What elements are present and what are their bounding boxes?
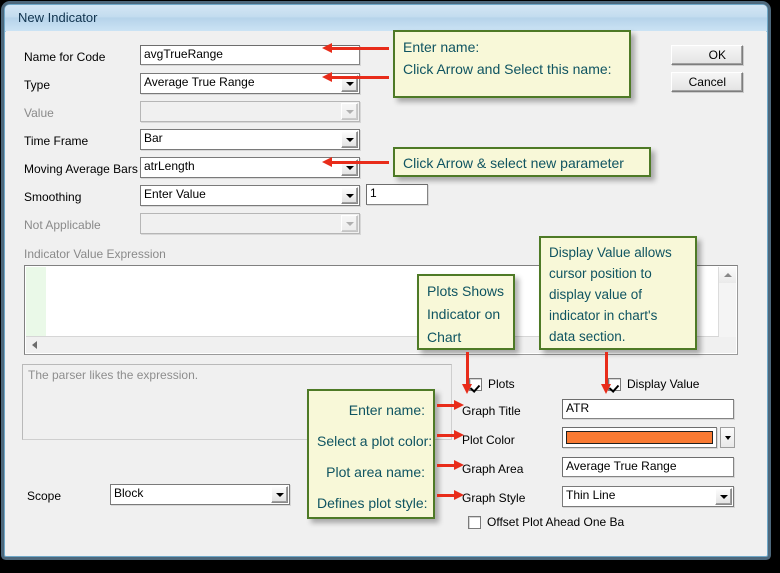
arrow-to-graph-style	[437, 490, 464, 500]
callout-name-type-line2: Click Arrow and Select this name:	[403, 61, 612, 77]
arrow-to-plots-checkbox	[461, 352, 472, 394]
label-time-frame: Time Frame	[24, 134, 89, 148]
callout-plot-fields-line4: Defines plot style:	[317, 495, 428, 511]
chevron-down-icon[interactable]	[341, 131, 358, 148]
label-name-for-code: Name for Code	[24, 50, 106, 64]
time-frame-combobox-value: Bar	[144, 131, 163, 145]
callout-plot-fields-line3: Plot area name:	[326, 464, 425, 480]
offset-plot-checkbox-label: Offset Plot Ahead One Ba	[487, 515, 625, 529]
time-frame-combobox[interactable]: Bar	[140, 129, 360, 150]
plot-color-swatch-box[interactable]	[562, 427, 717, 448]
smoothing-amount-input[interactable]: 1	[366, 184, 428, 205]
callout-display-value-line2: cursor position to	[549, 266, 652, 281]
plot-color-dropdown-button[interactable]	[720, 427, 735, 448]
moving-average-bars-combobox[interactable]: atrLength	[140, 157, 360, 178]
callout-plots-line2: Indicator on	[427, 306, 501, 322]
plot-color-swatch[interactable]	[566, 431, 713, 444]
arrow-to-plot-color	[437, 430, 464, 440]
type-combobox-value: Average True Range	[144, 75, 255, 89]
label-not-applicable: Not Applicable	[24, 218, 101, 232]
name-for-code-input[interactable]: avgTrueRange	[140, 45, 360, 65]
ok-button[interactable]: OK	[671, 45, 743, 65]
expression-gutter	[26, 267, 46, 336]
callout-parameter-line1: Click Arrow & select new parameter	[403, 155, 624, 171]
label-type: Type	[24, 78, 51, 92]
label-graph-style: Graph Style	[462, 491, 526, 505]
type-combobox[interactable]: Average True Range	[140, 73, 360, 94]
callout-display-value-line5: data section.	[549, 329, 626, 344]
window-title: New Indicator	[18, 10, 98, 25]
arrow-to-display-value-checkbox	[600, 352, 611, 394]
offset-plot-checkbox[interactable]	[468, 516, 481, 529]
scope-combobox-value: Block	[114, 486, 144, 500]
callout-name-type-line1: Enter name:	[403, 39, 480, 55]
chevron-down-icon[interactable]	[341, 187, 358, 204]
callout-display-value-line3: display value of	[549, 287, 643, 302]
arrow-to-graph-title	[437, 400, 464, 410]
parser-status-text: The parser likes the expression.	[28, 368, 199, 382]
scope-combobox[interactable]: Block	[110, 484, 290, 505]
chevron-down-icon[interactable]	[715, 488, 732, 505]
label-graph-title: Graph Title	[462, 404, 521, 418]
smoothing-combobox-value: Enter Value	[144, 187, 206, 201]
label-smoothing: Smoothing	[24, 190, 82, 204]
arrow-to-name-input	[322, 43, 389, 53]
display-value-checkbox-label: Display Value	[627, 377, 700, 391]
callout-display-value: Display Value allows cursor position to …	[539, 236, 697, 350]
scroll-up-icon[interactable]	[719, 267, 736, 283]
label-graph-area: Graph Area	[462, 462, 524, 476]
scrollbar-corner	[719, 337, 736, 353]
callout-name-type: Enter name: Click Arrow and Select this …	[393, 30, 631, 98]
arrow-to-graph-area	[437, 460, 464, 470]
chevron-down-icon	[341, 103, 358, 120]
chevron-down-icon[interactable]	[341, 75, 358, 92]
smoothing-combobox[interactable]: Enter Value	[140, 185, 360, 206]
plots-checkbox-label: Plots	[488, 377, 515, 391]
label-moving-average-bars: Moving Average Bars	[24, 162, 138, 176]
label-plot-color: Plot Color	[462, 433, 515, 447]
value-combobox	[140, 101, 360, 122]
chevron-down-icon[interactable]	[271, 486, 288, 503]
chevron-down-icon	[341, 215, 358, 232]
label-indicator-value-expression: Indicator Value Expression	[24, 247, 166, 261]
graph-style-combobox[interactable]: Thin Line	[562, 486, 734, 507]
callout-plots: Plots Shows Indicator on Chart	[417, 274, 515, 350]
graph-style-combobox-value: Thin Line	[566, 488, 616, 502]
callout-plot-fields: Enter name: Select a plot color: Plot ar…	[307, 389, 435, 519]
callout-plot-fields-line2: Select a plot color:	[317, 433, 433, 449]
label-value: Value	[24, 106, 54, 120]
not-applicable-combobox	[140, 213, 360, 234]
callout-plots-line3: Chart	[427, 329, 462, 345]
graph-area-input[interactable]: Average True Range	[562, 457, 734, 477]
arrow-to-moving-average-bars	[322, 157, 389, 167]
arrow-to-type-combobox	[322, 72, 389, 82]
callout-plots-line1: Plots Shows	[427, 283, 505, 299]
graph-title-input[interactable]: ATR	[562, 399, 734, 419]
title-bar[interactable]: New Indicator	[5, 5, 767, 32]
cancel-button[interactable]: Cancel	[671, 72, 743, 92]
callout-display-value-line1: Display Value allows	[549, 245, 672, 260]
callout-plot-fields-line1: Enter name:	[348, 402, 425, 418]
label-scope: Scope	[27, 489, 62, 503]
callout-parameter: Click Arrow & select new parameter	[393, 147, 651, 177]
moving-average-bars-combobox-value: atrLength	[144, 159, 195, 173]
callout-display-value-line4: indicator in chart's	[549, 308, 658, 323]
